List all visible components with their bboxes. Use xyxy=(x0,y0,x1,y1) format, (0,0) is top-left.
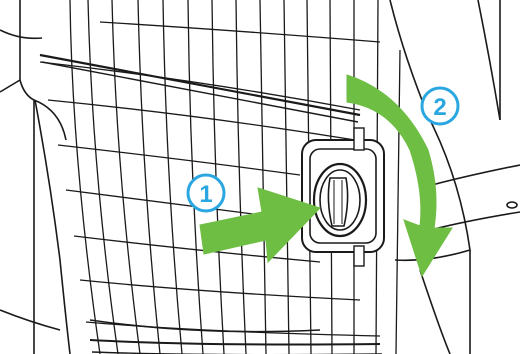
step-1-number: 1 xyxy=(199,181,212,208)
latch-housing xyxy=(302,128,384,266)
latch-knob[interactable] xyxy=(314,164,366,236)
step-2-badge: 2 xyxy=(422,88,458,124)
step-1-badge: 1 xyxy=(188,175,224,211)
step-2-number: 2 xyxy=(433,94,446,121)
